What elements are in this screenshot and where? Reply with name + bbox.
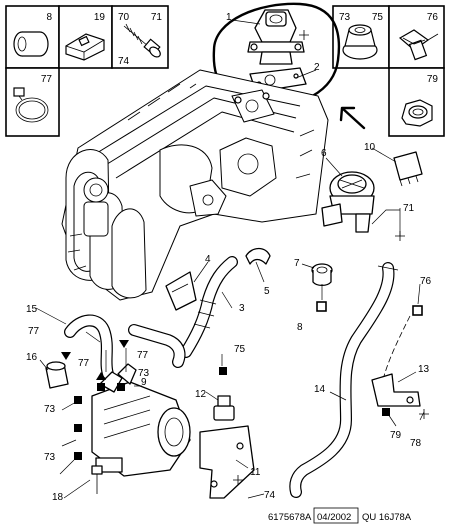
- callout-18: 18: [52, 492, 64, 503]
- leader-lines: [35, 19, 425, 499]
- open-square-symbol: [316, 301, 327, 312]
- hose-3: [180, 256, 238, 358]
- box-label-77: 77: [41, 74, 53, 85]
- bracket-13: [371, 373, 421, 407]
- callout-78: 78: [410, 438, 422, 449]
- callout-16: 16: [26, 352, 38, 363]
- cross-symbol: [299, 30, 309, 40]
- pipe-air-injection: [128, 324, 186, 368]
- highlight-arrow: [339, 106, 366, 130]
- hose-76: [383, 315, 411, 377]
- damper-12: [213, 395, 235, 421]
- callout-6: 6: [321, 148, 327, 159]
- cap-16: [45, 361, 69, 389]
- box-label-79: 79: [427, 74, 439, 85]
- cross-symbol: [395, 231, 405, 241]
- engine-intake-manifold: [61, 69, 329, 301]
- footer-reference: 6175678A 04/2002 QU 16J78A: [268, 507, 412, 524]
- callout-77-right: 77: [137, 350, 149, 361]
- bracket-4: [165, 271, 197, 311]
- relay: [393, 151, 423, 187]
- hardware-box-77: 77: [5, 67, 60, 137]
- filled-square-symbol: [117, 383, 125, 391]
- triangle-symbol: [119, 340, 129, 348]
- callout-14: 14: [314, 384, 326, 395]
- box-label-70: 70: [118, 12, 130, 23]
- callout-2: 2: [314, 62, 320, 73]
- filled-square-symbol: [74, 452, 82, 460]
- callout-3: 3: [239, 303, 245, 314]
- triangle-symbol: [61, 352, 71, 360]
- hex-nut-icon: [401, 99, 433, 127]
- callout-11: 11: [250, 467, 261, 478]
- box-label-76: 76: [427, 12, 439, 23]
- callout-73-upper: 73: [44, 404, 56, 415]
- callout-73-lower: 73: [44, 452, 56, 463]
- hardware-box-73-75: 73 75: [332, 5, 390, 69]
- hardware-box-79: 79: [388, 67, 445, 137]
- callout-75: 75: [234, 344, 246, 355]
- filled-square-symbol: [219, 367, 227, 375]
- figure-code: QU 16J78A: [362, 512, 412, 523]
- callout-77-upper: 77: [28, 326, 40, 337]
- bolt-icon: [123, 23, 161, 58]
- callout-10: 10: [364, 142, 376, 153]
- clip-icon: [65, 33, 105, 61]
- open-square-symbol: [412, 305, 423, 316]
- callout-13: 13: [418, 364, 430, 375]
- callout-79: 79: [390, 430, 402, 441]
- box-label-74: 74: [118, 56, 130, 67]
- box-label-73: 73: [339, 12, 351, 23]
- air-pump: [91, 363, 191, 477]
- callout-labels: 1 2 3 4 5 6 7 8 9 10 11 12 13 14 15 16 1…: [26, 12, 432, 503]
- callout-7: 7: [294, 258, 300, 269]
- grommet-7: [311, 263, 333, 286]
- hardware-box-76: 76: [388, 5, 445, 69]
- callout-76: 76: [420, 276, 432, 287]
- hardware-box-19: 19: [58, 5, 113, 69]
- bolt-18: [91, 465, 103, 494]
- callout-8: 8: [297, 322, 303, 333]
- callout-9: 9: [141, 377, 147, 388]
- callout-77-left: 77: [78, 358, 90, 369]
- box-label-71: 71: [151, 12, 163, 23]
- hose-clamp-icon: [13, 87, 49, 123]
- box-label-19: 19: [94, 12, 106, 23]
- callout-4: 4: [205, 254, 211, 265]
- connector-icon: [398, 29, 439, 61]
- figure-reference: 6175678A: [268, 512, 312, 523]
- sleeve-icon: [13, 31, 49, 57]
- egr-valve: [247, 9, 305, 65]
- callout-1: 1: [226, 12, 232, 23]
- cross-symbol: [233, 475, 243, 485]
- box-label-8: 8: [46, 12, 52, 23]
- pipe-14: [289, 262, 399, 498]
- symbol-markers: [61, 30, 429, 485]
- hardware-box-8: 8: [5, 5, 60, 69]
- callout-12: 12: [195, 389, 207, 400]
- filled-square-symbol: [382, 408, 390, 416]
- callout-5: 5: [264, 286, 270, 297]
- callout-74: 74: [264, 490, 276, 501]
- callout-15: 15: [26, 304, 38, 315]
- filled-square-symbol: [74, 396, 82, 404]
- filled-square-symbol: [97, 383, 105, 391]
- triangle-symbol: [96, 372, 106, 380]
- hardware-box-70-71-74: 70 71 74: [111, 5, 169, 69]
- figure-date: 04/2002: [317, 512, 351, 523]
- callout-73-top: 73: [138, 368, 150, 379]
- flange-nut-icon: [342, 24, 378, 60]
- cross-symbol: [419, 409, 429, 419]
- clip-5: [245, 247, 271, 265]
- filled-square-symbol: [74, 424, 82, 432]
- hose-15: [64, 314, 114, 380]
- box-label-75: 75: [372, 12, 384, 23]
- callout-71: 71: [403, 203, 415, 214]
- air-switching-valve: [321, 171, 375, 233]
